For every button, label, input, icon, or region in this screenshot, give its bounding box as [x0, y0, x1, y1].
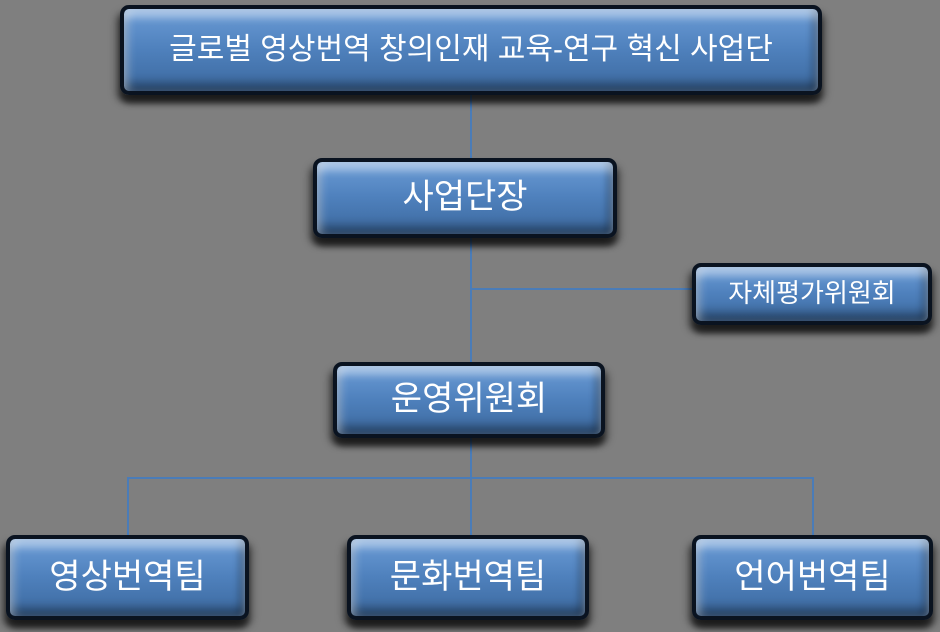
- org-node-director-label: 사업단장: [402, 178, 528, 217]
- org-node-video-translation-team-label: 영상번역팀: [49, 557, 206, 596]
- org-node-steering-committee-label: 운영위원회: [390, 380, 548, 419]
- org-node-video-translation-team: 영상번역팀: [6, 535, 249, 620]
- org-node-language-translation-team: 언어번역팀: [692, 535, 933, 620]
- org-node-director: 사업단장: [313, 158, 617, 238]
- org-node-steering-committee: 운영위원회: [333, 362, 605, 438]
- org-node-self-evaluation-committee-label: 자체평가위원회: [728, 278, 896, 309]
- org-node-culture-translation-team-label: 문화번역팀: [389, 557, 547, 596]
- org-node-language-translation-team-label: 언어번역팀: [734, 557, 891, 596]
- org-node-root: 글로벌 영상번역 창의인재 교육-연구 혁신 사업단: [120, 5, 822, 95]
- org-node-culture-translation-team: 문화번역팀: [347, 535, 589, 620]
- org-node-root-label: 글로벌 영상번역 창의인재 교육-연구 혁신 사업단: [169, 32, 773, 66]
- org-node-self-evaluation-committee: 자체평가위원회: [692, 263, 932, 325]
